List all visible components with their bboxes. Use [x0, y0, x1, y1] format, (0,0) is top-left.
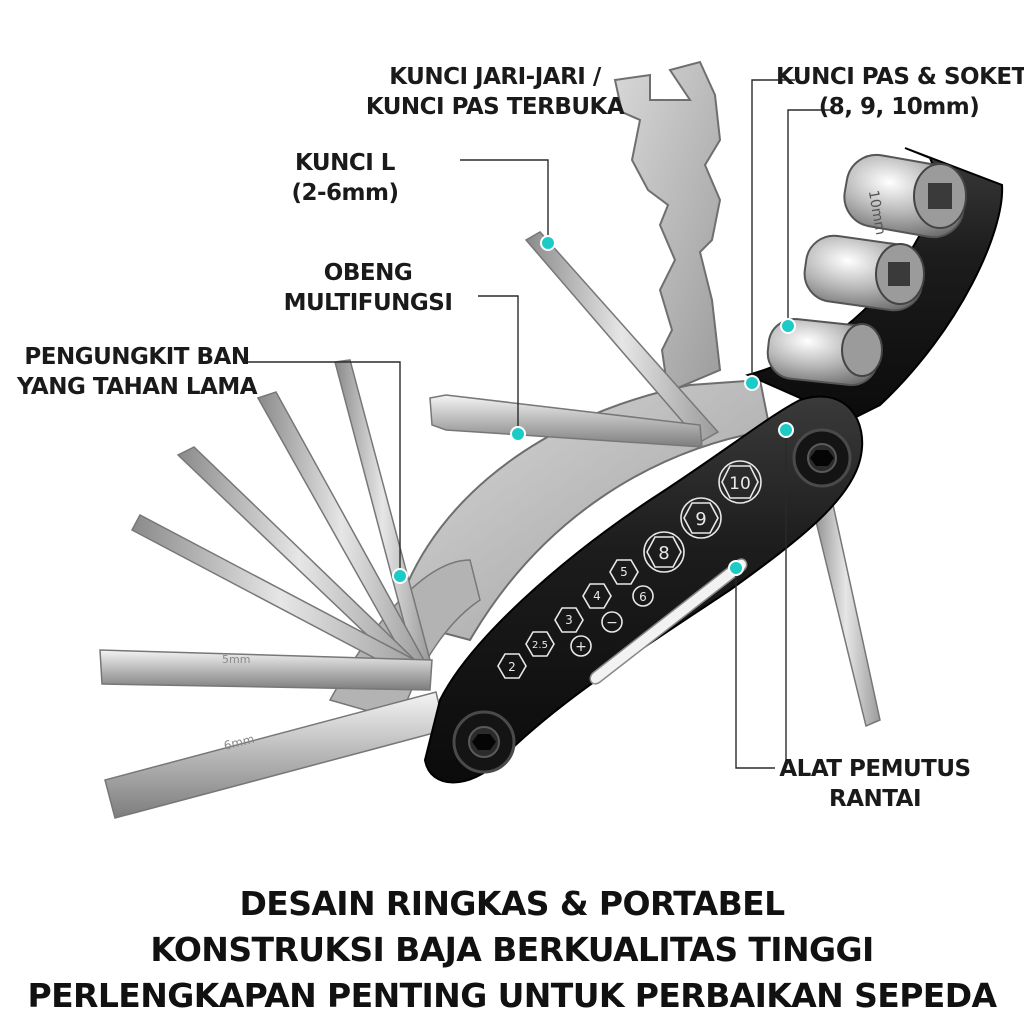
- label-tire-lever-line2: YANG TAHAN LAMA: [16, 374, 258, 400]
- svg-text:−: −: [606, 615, 618, 631]
- svg-text:4: 4: [593, 589, 601, 603]
- leader-tire-lever: [248, 361, 401, 576]
- callout-dots: [392, 235, 796, 584]
- dot-body: [778, 422, 794, 438]
- badge-9: 9: [680, 497, 722, 539]
- badge-minus: −: [601, 611, 623, 633]
- label-l-key-line1: KUNCI L: [295, 150, 395, 176]
- dot-chain-breaker: [728, 560, 744, 576]
- flat-screwdriver: [429, 394, 703, 448]
- socket-8mm: [766, 317, 883, 387]
- size-badges: 2 2.5 3 4 5 + − 6 8 9 10: [497, 460, 762, 679]
- badge-plus: +: [570, 635, 592, 657]
- dot-tire-lever: [392, 568, 408, 584]
- hex-key-5: [99, 649, 433, 691]
- label-socket-wrench-line2: (8, 9, 10mm): [818, 94, 980, 120]
- chain-breaker-pin: [811, 499, 881, 728]
- badge-3: 3: [554, 607, 584, 633]
- label-screwdriver-line1: OBENG: [323, 260, 413, 286]
- dot-socket-2: [780, 318, 796, 334]
- label-spoke-wrench-line1: KUNCI JARI-JARI /: [389, 64, 601, 90]
- svg-text:3: 3: [565, 613, 573, 627]
- svg-text:10: 10: [729, 474, 751, 494]
- hex-key-6: [104, 691, 446, 819]
- footer-line-1: DESAIN RINGKAS & PORTABEL: [239, 884, 785, 923]
- hex-keys: [99, 359, 446, 819]
- svg-text:2: 2: [508, 660, 516, 674]
- label-spoke-wrench: KUNCI JARI-JARI / KUNCI PAS TERBUKA: [360, 62, 630, 122]
- label-tire-lever-line1: PENGUNGKIT BAN: [24, 344, 250, 370]
- leader-chain-breaker: [735, 568, 775, 769]
- label-l-key: KUNCI L (2-6mm): [280, 148, 410, 208]
- svg-text:5: 5: [620, 565, 628, 579]
- svg-text:9: 9: [695, 509, 706, 530]
- sockets: 10mm: [766, 153, 967, 387]
- svg-text:6: 6: [639, 590, 647, 604]
- leader-screwdriver: [478, 295, 519, 434]
- spoke-wrench-plate: [613, 60, 722, 394]
- badge-2: 2: [497, 653, 527, 679]
- badge-6: 6: [632, 585, 654, 607]
- label-socket-wrench-line1: KUNCI PAS & SOKET: [776, 64, 1024, 90]
- svg-text:2.5: 2.5: [532, 640, 548, 651]
- label-chain-breaker-line2: RANTAI: [828, 786, 922, 812]
- socket-size-text: 10mm: [865, 189, 889, 236]
- label-l-key-line2: (2-6mm): [291, 180, 399, 206]
- hex-key-size-text-1: 5mm: [222, 653, 250, 666]
- label-socket-wrench: KUNCI PAS & SOKET (8, 9, 10mm): [776, 62, 1024, 122]
- label-spoke-wrench-line2: KUNCI PAS TERBUKA: [365, 94, 625, 120]
- badge-10: 10: [718, 460, 762, 504]
- label-screwdriver: OBENG MULTIFUNGSI: [268, 258, 468, 318]
- footer-line-3: PERLENGKAPAN PENTING UNTUK PERBAIKAN SEP…: [27, 976, 998, 1015]
- label-chain-breaker-line1: ALAT PEMUTUS: [779, 756, 971, 782]
- chain-breaker-slot: [589, 558, 748, 685]
- dot-socket-1: [744, 375, 760, 391]
- socket-10mm: 10mm: [843, 153, 967, 239]
- phillips-screwdriver: [524, 231, 720, 443]
- dot-screwdriver: [510, 426, 526, 442]
- badge-8: 8: [643, 531, 685, 573]
- label-tire-lever: PENGUNGKIT BAN YANG TAHAN LAMA: [12, 342, 262, 402]
- label-chain-breaker: ALAT PEMUTUS RANTAI: [775, 754, 975, 814]
- svg-text:8: 8: [658, 543, 669, 564]
- leader-socket-wrench-2: [787, 109, 832, 326]
- badge-2-5: 2.5: [525, 631, 555, 657]
- badge-4: 4: [582, 583, 612, 609]
- callout-lines: [248, 79, 832, 769]
- svg-text:+: +: [575, 639, 587, 655]
- dot-spoke-wrench: [540, 235, 556, 251]
- leader-spoke-wrench: [460, 159, 549, 243]
- badge-5: 5: [609, 559, 639, 585]
- footer-line-2: KONSTRUKSI BAJA BERKUALITAS TINGGI: [150, 930, 874, 969]
- label-screwdriver-line2: MULTIFUNGSI: [283, 290, 453, 316]
- leader-socket-wrench: [751, 79, 795, 383]
- socket-9mm: [803, 234, 925, 312]
